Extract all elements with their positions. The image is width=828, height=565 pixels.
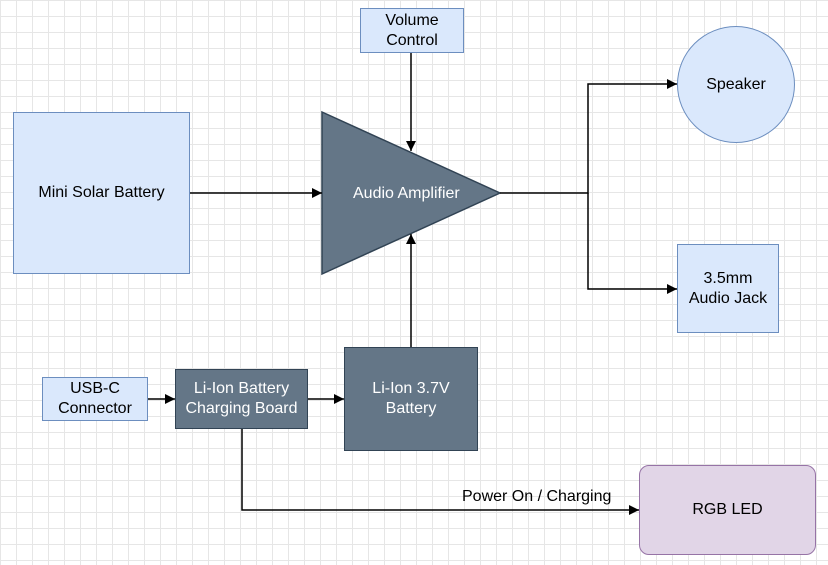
volume-control-box[interactable]: Volume Control: [360, 8, 464, 53]
speaker-circle[interactable]: Speaker: [677, 26, 795, 143]
li-ion-battery-box[interactable]: Li-Ion 3.7V Battery: [344, 347, 478, 451]
power-on-charging-label: Power On / Charging: [462, 488, 612, 505]
charging-board-box[interactable]: Li-Ion Battery Charging Board: [175, 369, 308, 429]
edge-amplifier-to-audio-jack: [587, 193, 677, 294]
audio-jack-box[interactable]: 3.5mm Audio Jack: [677, 244, 779, 333]
edge-charging-board-to-rgb-led: [241, 429, 639, 515]
edge-amplifier-to-speaker: [500, 79, 677, 194]
usb-c-connector-box[interactable]: USB-C Connector: [42, 377, 148, 421]
rgb-led-box[interactable]: RGB LED: [639, 465, 816, 555]
mini-solar-battery-box[interactable]: Mini Solar Battery: [13, 112, 190, 274]
audio-amplifier-label: Audio Amplifier: [353, 185, 460, 202]
